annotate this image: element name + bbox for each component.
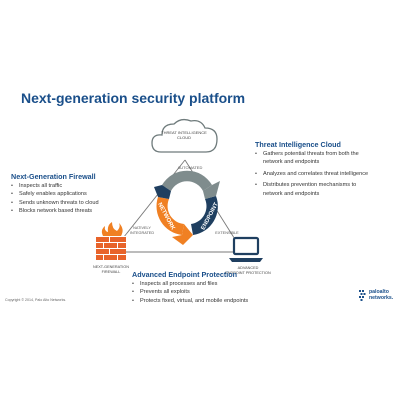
edge-label-automated: AUTOMATED <box>178 165 203 170</box>
ring-network-segment <box>156 197 184 235</box>
ring-graphic <box>154 170 220 245</box>
cloud-caption-line2: CLOUD <box>177 135 191 140</box>
ring-endpoint-segment <box>191 196 218 235</box>
copyright-text: Copyright © 2014, Palo Alto Networks. <box>5 298 67 302</box>
cloud-icon <box>151 118 218 153</box>
list-item: Sends unknown threats to cloud <box>11 199 99 208</box>
firewall-icon <box>96 222 126 260</box>
list-item: Protects fixed, virtual, and mobile endp… <box>132 297 248 306</box>
firewall-bullets: Inspects all traffic Safely enables appl… <box>11 182 99 216</box>
list-item: network and endpoints <box>263 190 320 197</box>
firewall-heading: Next-Generation Firewall <box>11 172 96 181</box>
ring-cloud-segment <box>162 170 212 191</box>
list-item: Gathers potential threats from both the <box>255 150 368 159</box>
edge-label-natively-line2: INTEGRATED <box>130 231 154 235</box>
endpoint-bullets: Inspects all processes and files Prevent… <box>132 280 248 306</box>
endpoint-caption-line1: ADVANCED <box>238 266 259 270</box>
firewall-caption-line2: FIREWALL <box>102 270 121 274</box>
list-item: Analyzes and correlates threat intellige… <box>255 170 368 179</box>
list-item: network and endpoints <box>263 159 320 166</box>
cloud-bullets: Gathers potential threats from both the … <box>255 150 368 198</box>
list-item: Prevents all exploits <box>132 288 248 297</box>
logo-line2: networks. <box>369 294 394 301</box>
firewall-caption-line1: NEXT-GENERATION <box>93 265 129 269</box>
logo-line1: paloalto <box>369 289 389 295</box>
endpoint-heading: Advanced Endpoint Protection <box>132 270 238 279</box>
edge-label-natively-line1: NATIVELY <box>133 226 151 230</box>
palo-alto-logo-icon <box>359 290 366 301</box>
laptop-icon <box>229 236 263 262</box>
cloud-caption-line1: THREAT INTELLIGENCE <box>161 130 207 135</box>
cloud-heading: Threat Intelligence Cloud <box>255 140 341 149</box>
endpoint-caption-line2: ENDPOINT PROTECTION <box>225 271 271 275</box>
list-item: Blocks network based threats <box>11 207 99 216</box>
list-item: Safely enables applications <box>11 190 99 199</box>
page-title: Next-generation security platform <box>21 90 246 106</box>
ring-label-cloud: CLOUD <box>176 184 199 191</box>
list-item: Distributes prevention mechanisms to <box>255 181 368 190</box>
palo-alto-logo: paloalto networks. <box>359 289 399 303</box>
edge-label-extensible: EXTENSIBLE <box>215 231 239 235</box>
list-item: Inspects all traffic <box>11 182 99 191</box>
list-item: Inspects all processes and files <box>132 280 248 289</box>
